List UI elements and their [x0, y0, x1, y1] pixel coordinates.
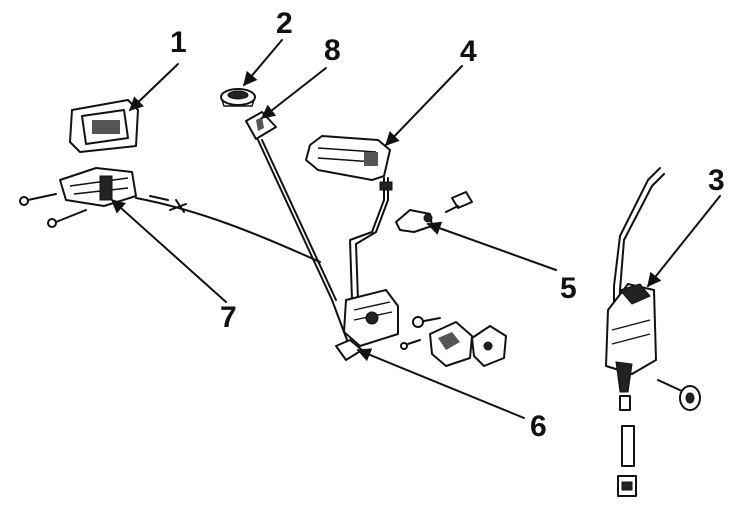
- inside-handle: [305, 135, 391, 181]
- leader-5: [426, 221, 557, 271]
- linkage-bracket: [19, 167, 137, 228]
- callout-3: 3: [708, 164, 725, 197]
- callout-4: 4: [460, 35, 477, 68]
- callout-8: 8: [324, 34, 341, 67]
- leader-8: [260, 67, 327, 119]
- leader-4: [385, 65, 463, 147]
- leader-1: [128, 63, 179, 111]
- leader-7: [110, 199, 227, 303]
- leader-3: [647, 195, 721, 288]
- lock-rosette: [220, 88, 256, 107]
- inside-handle-bezel: [69, 99, 139, 153]
- leader-6: [356, 348, 525, 419]
- leader-lines: [110, 39, 721, 419]
- callout-7: 7: [220, 301, 237, 334]
- remote-cable: [135, 195, 321, 263]
- lock-button: [245, 111, 277, 140]
- power-lock-actuator: [605, 167, 701, 497]
- leader-2: [243, 39, 283, 87]
- callout-2: 2: [276, 7, 293, 40]
- callout-1: 1: [170, 26, 187, 59]
- handle-rod: [349, 177, 393, 301]
- callout-numbers: 1 2 3 4 5 6 7 8: [170, 7, 725, 443]
- callout-5: 5: [560, 272, 577, 305]
- door-latch: [335, 289, 507, 367]
- callout-6: 6: [530, 410, 547, 443]
